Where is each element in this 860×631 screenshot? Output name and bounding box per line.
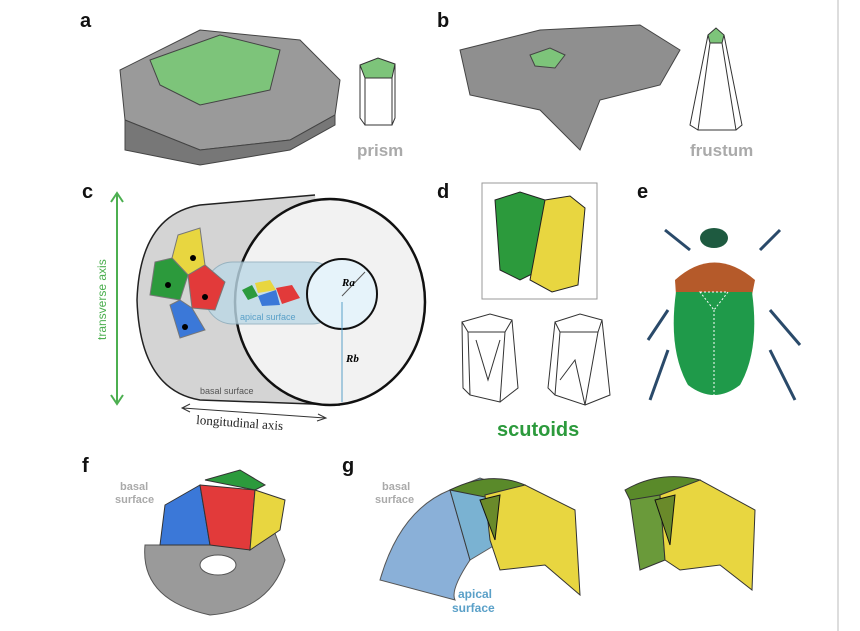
panel-label-g: g (342, 455, 354, 477)
g-isolated-scutoids (624, 476, 756, 591)
ra-line (341, 271, 366, 297)
panel-g: g basal surface apical surface (342, 455, 756, 615)
ra-label: Ra (341, 277, 355, 289)
panel-label-e: e (637, 181, 648, 203)
basal-surface-label: basal surface (200, 386, 254, 396)
prism-tissue-side (124, 114, 336, 166)
panel-label-b: b (437, 10, 449, 32)
frustum-icon (689, 27, 743, 131)
f-green-cell (204, 469, 267, 491)
red-cell (187, 264, 226, 311)
panel-e: e (637, 181, 802, 401)
g-basal-label-line1: basal (382, 481, 410, 493)
panel-label-c: c (82, 181, 93, 203)
g-basal-label-line2: surface (375, 494, 414, 506)
transverse-axis-label: transverse axis (95, 259, 109, 340)
apical-surface-label: apical surface (240, 312, 296, 322)
rb-label: Rb (345, 353, 359, 365)
green-cell (149, 257, 189, 301)
panel-label-d: d (437, 181, 449, 203)
scutoid-wireframe-1 (461, 313, 519, 403)
panel-label-f: f (82, 455, 89, 477)
f-basal-label-line2: surface (115, 494, 154, 506)
longitudinal-axis-label: longitudinal axis (196, 412, 284, 433)
green-cells (149, 34, 281, 106)
panel-label-a: a (80, 10, 92, 32)
f-basal-label-line1: basal (120, 481, 148, 493)
panel-a: a prism (80, 10, 403, 166)
prism-caption: prism (357, 141, 403, 160)
longitudinal-axis-arrow (180, 403, 328, 422)
blue-cell (169, 299, 206, 339)
yellow-scutoid (529, 195, 586, 293)
panel-b: b frustum (437, 10, 753, 160)
scutoids-caption: scutoids (497, 419, 579, 441)
g-apical-label-line2: surface (452, 601, 495, 615)
g-apical-label-line1: apical (458, 587, 492, 601)
frustum-tissue (459, 24, 681, 151)
panel-d: d scutoids (437, 181, 611, 441)
prism-icon (359, 57, 396, 126)
panel-c: c transverse axis apical surface basal s… (82, 181, 427, 433)
frustum-caption: frustum (690, 141, 753, 160)
green-apical-cells (529, 47, 566, 69)
beetle-image (646, 228, 802, 401)
scutoid-wireframe-2 (547, 313, 611, 406)
panel-f: f basal surface (82, 455, 286, 616)
g-yellow-cell (484, 484, 581, 597)
f-yellow-cell (249, 489, 286, 551)
